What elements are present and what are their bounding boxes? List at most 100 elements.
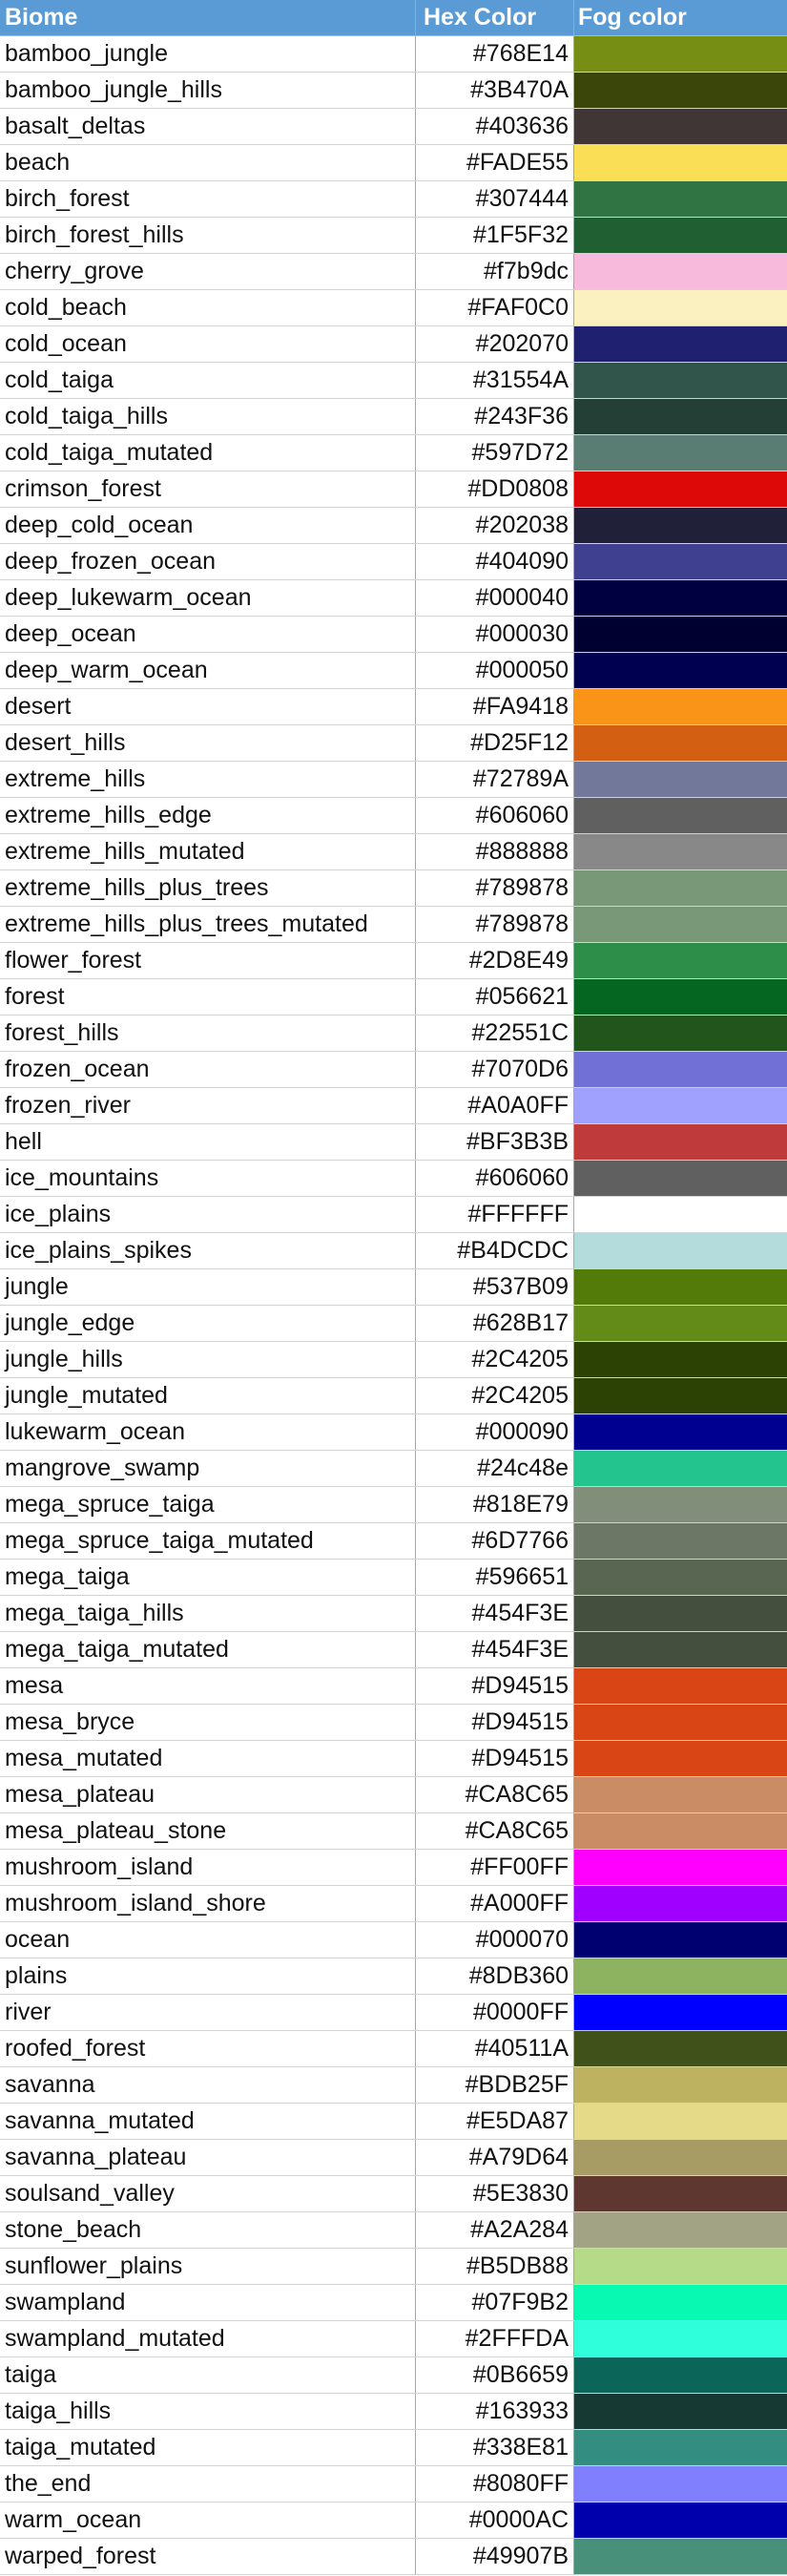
fog-color-swatch-cell[interactable] — [574, 2140, 787, 2175]
fog-color-swatch-cell[interactable] — [574, 2176, 787, 2211]
hex-color-cell[interactable]: #FADE55 — [416, 145, 574, 180]
biome-name-cell[interactable]: taiga_hills — [0, 2394, 416, 2429]
fog-color-swatch-cell[interactable] — [574, 1378, 787, 1414]
biome-name-cell[interactable]: mesa_plateau — [0, 1777, 416, 1812]
biome-name-cell[interactable]: mesa_bryce — [0, 1705, 416, 1740]
biome-name-cell[interactable]: warm_ocean — [0, 2503, 416, 2538]
hex-color-cell[interactable]: #8080FF — [416, 2466, 574, 2502]
biome-name-cell[interactable]: lukewarm_ocean — [0, 1414, 416, 1450]
hex-color-cell[interactable]: #24c48e — [416, 1451, 574, 1486]
fog-color-swatch-cell[interactable] — [574, 2249, 787, 2284]
hex-color-cell[interactable]: #FFFFFF — [416, 1197, 574, 1232]
fog-color-swatch-cell[interactable] — [574, 2321, 787, 2356]
biome-name-cell[interactable]: cold_beach — [0, 290, 416, 325]
hex-color-cell[interactable]: #2C4205 — [416, 1342, 574, 1377]
biome-name-cell[interactable]: swampland_mutated — [0, 2321, 416, 2356]
biome-name-cell[interactable]: mega_spruce_taiga — [0, 1487, 416, 1522]
biome-name-cell[interactable]: mushroom_island_shore — [0, 1886, 416, 1921]
fog-color-swatch-cell[interactable] — [574, 580, 787, 616]
biome-name-cell[interactable]: sunflower_plains — [0, 2249, 416, 2284]
biome-name-cell[interactable]: extreme_hills_edge — [0, 798, 416, 833]
fog-color-swatch-cell[interactable] — [574, 1269, 787, 1305]
biome-name-cell[interactable]: mega_taiga_mutated — [0, 1632, 416, 1667]
fog-color-swatch-cell[interactable] — [574, 2466, 787, 2502]
fog-color-swatch-cell[interactable] — [574, 399, 787, 434]
fog-color-swatch-cell[interactable] — [574, 508, 787, 543]
biome-name-cell[interactable]: deep_lukewarm_ocean — [0, 580, 416, 616]
biome-name-cell[interactable]: plains — [0, 1958, 416, 1994]
biome-name-cell[interactable]: warped_forest — [0, 2539, 416, 2574]
fog-color-swatch-cell[interactable] — [574, 2285, 787, 2320]
hex-color-cell[interactable]: #5E3830 — [416, 2176, 574, 2211]
fog-color-swatch-cell[interactable] — [574, 218, 787, 253]
biome-name-cell[interactable]: savanna — [0, 2067, 416, 2103]
hex-color-cell[interactable]: #789878 — [416, 907, 574, 942]
fog-color-swatch-cell[interactable] — [574, 1958, 787, 1994]
biome-name-cell[interactable]: mushroom_island — [0, 1850, 416, 1885]
hex-color-cell[interactable]: #7070D6 — [416, 1052, 574, 1087]
biome-name-cell[interactable]: mesa — [0, 1668, 416, 1704]
biome-name-cell[interactable]: forest — [0, 979, 416, 1015]
biome-name-cell[interactable]: jungle_mutated — [0, 1378, 416, 1414]
fog-color-swatch-cell[interactable] — [574, 363, 787, 398]
hex-color-cell[interactable]: #000090 — [416, 1414, 574, 1450]
fog-color-swatch-cell[interactable] — [574, 2031, 787, 2066]
hex-color-cell[interactable]: #FF00FF — [416, 1850, 574, 1885]
hex-color-cell[interactable]: #f7b9dc — [416, 254, 574, 289]
biome-name-cell[interactable]: bamboo_jungle — [0, 36, 416, 72]
hex-color-cell[interactable]: #454F3E — [416, 1632, 574, 1667]
hex-color-cell[interactable]: #307444 — [416, 181, 574, 217]
fog-color-swatch-cell[interactable] — [574, 2394, 787, 2429]
hex-color-cell[interactable]: #07F9B2 — [416, 2285, 574, 2320]
biome-name-cell[interactable]: deep_frozen_ocean — [0, 544, 416, 579]
biome-name-cell[interactable]: roofed_forest — [0, 2031, 416, 2066]
fog-color-swatch-cell[interactable] — [574, 1124, 787, 1160]
hex-color-cell[interactable]: #000040 — [416, 580, 574, 616]
biome-name-cell[interactable]: deep_cold_ocean — [0, 508, 416, 543]
fog-color-swatch-cell[interactable] — [574, 1596, 787, 1631]
biome-name-cell[interactable]: ice_mountains — [0, 1161, 416, 1196]
biome-name-cell[interactable]: soulsand_valley — [0, 2176, 416, 2211]
hex-color-cell[interactable]: #0000FF — [416, 1995, 574, 2030]
hex-color-cell[interactable]: #CA8C65 — [416, 1813, 574, 1849]
biome-name-cell[interactable]: mesa_mutated — [0, 1741, 416, 1776]
fog-color-swatch-cell[interactable] — [574, 1161, 787, 1196]
fog-color-swatch-cell[interactable] — [574, 109, 787, 144]
fog-color-swatch-cell[interactable] — [574, 1850, 787, 1885]
fog-color-swatch-cell[interactable] — [574, 1052, 787, 1087]
hex-color-cell[interactable]: #8DB360 — [416, 1958, 574, 1994]
biome-name-cell[interactable]: mega_spruce_taiga_mutated — [0, 1523, 416, 1559]
hex-color-cell[interactable]: #A2A284 — [416, 2212, 574, 2248]
hex-color-cell[interactable]: #000070 — [416, 1922, 574, 1958]
hex-color-cell[interactable]: #537B09 — [416, 1269, 574, 1305]
biome-name-cell[interactable]: jungle — [0, 1269, 416, 1305]
biome-name-cell[interactable]: extreme_hills_mutated — [0, 834, 416, 869]
biome-name-cell[interactable]: hell — [0, 1124, 416, 1160]
fog-color-swatch-cell[interactable] — [574, 1233, 787, 1268]
biome-name-cell[interactable]: stone_beach — [0, 2212, 416, 2248]
fog-color-swatch-cell[interactable] — [574, 1705, 787, 1740]
hex-color-cell[interactable]: #597D72 — [416, 435, 574, 471]
biome-name-cell[interactable]: the_end — [0, 2466, 416, 2502]
biome-name-cell[interactable]: bamboo_jungle_hills — [0, 73, 416, 108]
fog-color-swatch-cell[interactable] — [574, 2503, 787, 2538]
fog-color-swatch-cell[interactable] — [574, 1632, 787, 1667]
hex-color-cell[interactable]: #72789A — [416, 762, 574, 797]
fog-color-swatch-cell[interactable] — [574, 290, 787, 325]
fog-color-swatch-cell[interactable] — [574, 1922, 787, 1958]
fog-color-swatch-cell[interactable] — [574, 2104, 787, 2139]
fog-color-swatch-cell[interactable] — [574, 907, 787, 942]
fog-color-swatch-cell[interactable] — [574, 1741, 787, 1776]
biome-name-cell[interactable]: desert_hills — [0, 725, 416, 761]
biome-name-cell[interactable]: cherry_grove — [0, 254, 416, 289]
hex-color-cell[interactable]: #2D8E49 — [416, 943, 574, 978]
hex-color-cell[interactable]: #202038 — [416, 508, 574, 543]
fog-color-swatch-cell[interactable] — [574, 181, 787, 217]
hex-color-cell[interactable]: #606060 — [416, 1161, 574, 1196]
hex-color-cell[interactable]: #338E81 — [416, 2430, 574, 2465]
hex-color-cell[interactable]: #FAF0C0 — [416, 290, 574, 325]
fog-color-swatch-cell[interactable] — [574, 943, 787, 978]
fog-color-swatch-cell[interactable] — [574, 1813, 787, 1849]
biome-name-cell[interactable]: birch_forest_hills — [0, 218, 416, 253]
fog-color-swatch-cell[interactable] — [574, 36, 787, 72]
